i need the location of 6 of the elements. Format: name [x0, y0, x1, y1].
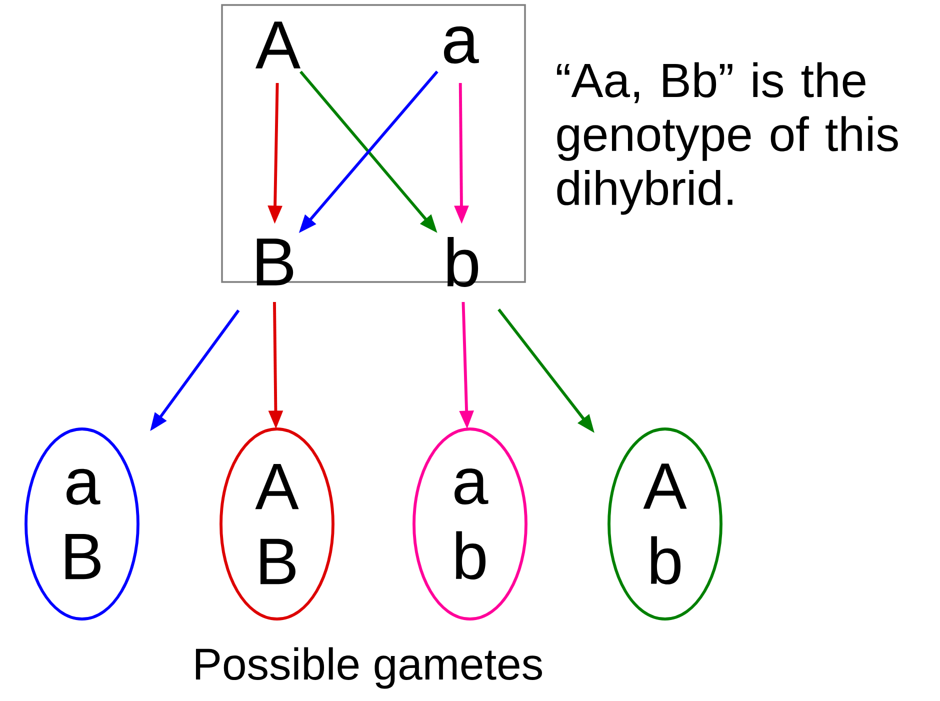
caption: Possible gametes: [196, 647, 542, 689]
allele-letter: A: [255, 22, 301, 68]
allele-letter: a: [444, 26, 479, 64]
genotype-note: “Aa, Bb” is the genotype of this dihybrid.: [557, 62, 898, 215]
allele-letter: B: [256, 238, 294, 286]
allele-letter: b: [447, 237, 478, 287]
